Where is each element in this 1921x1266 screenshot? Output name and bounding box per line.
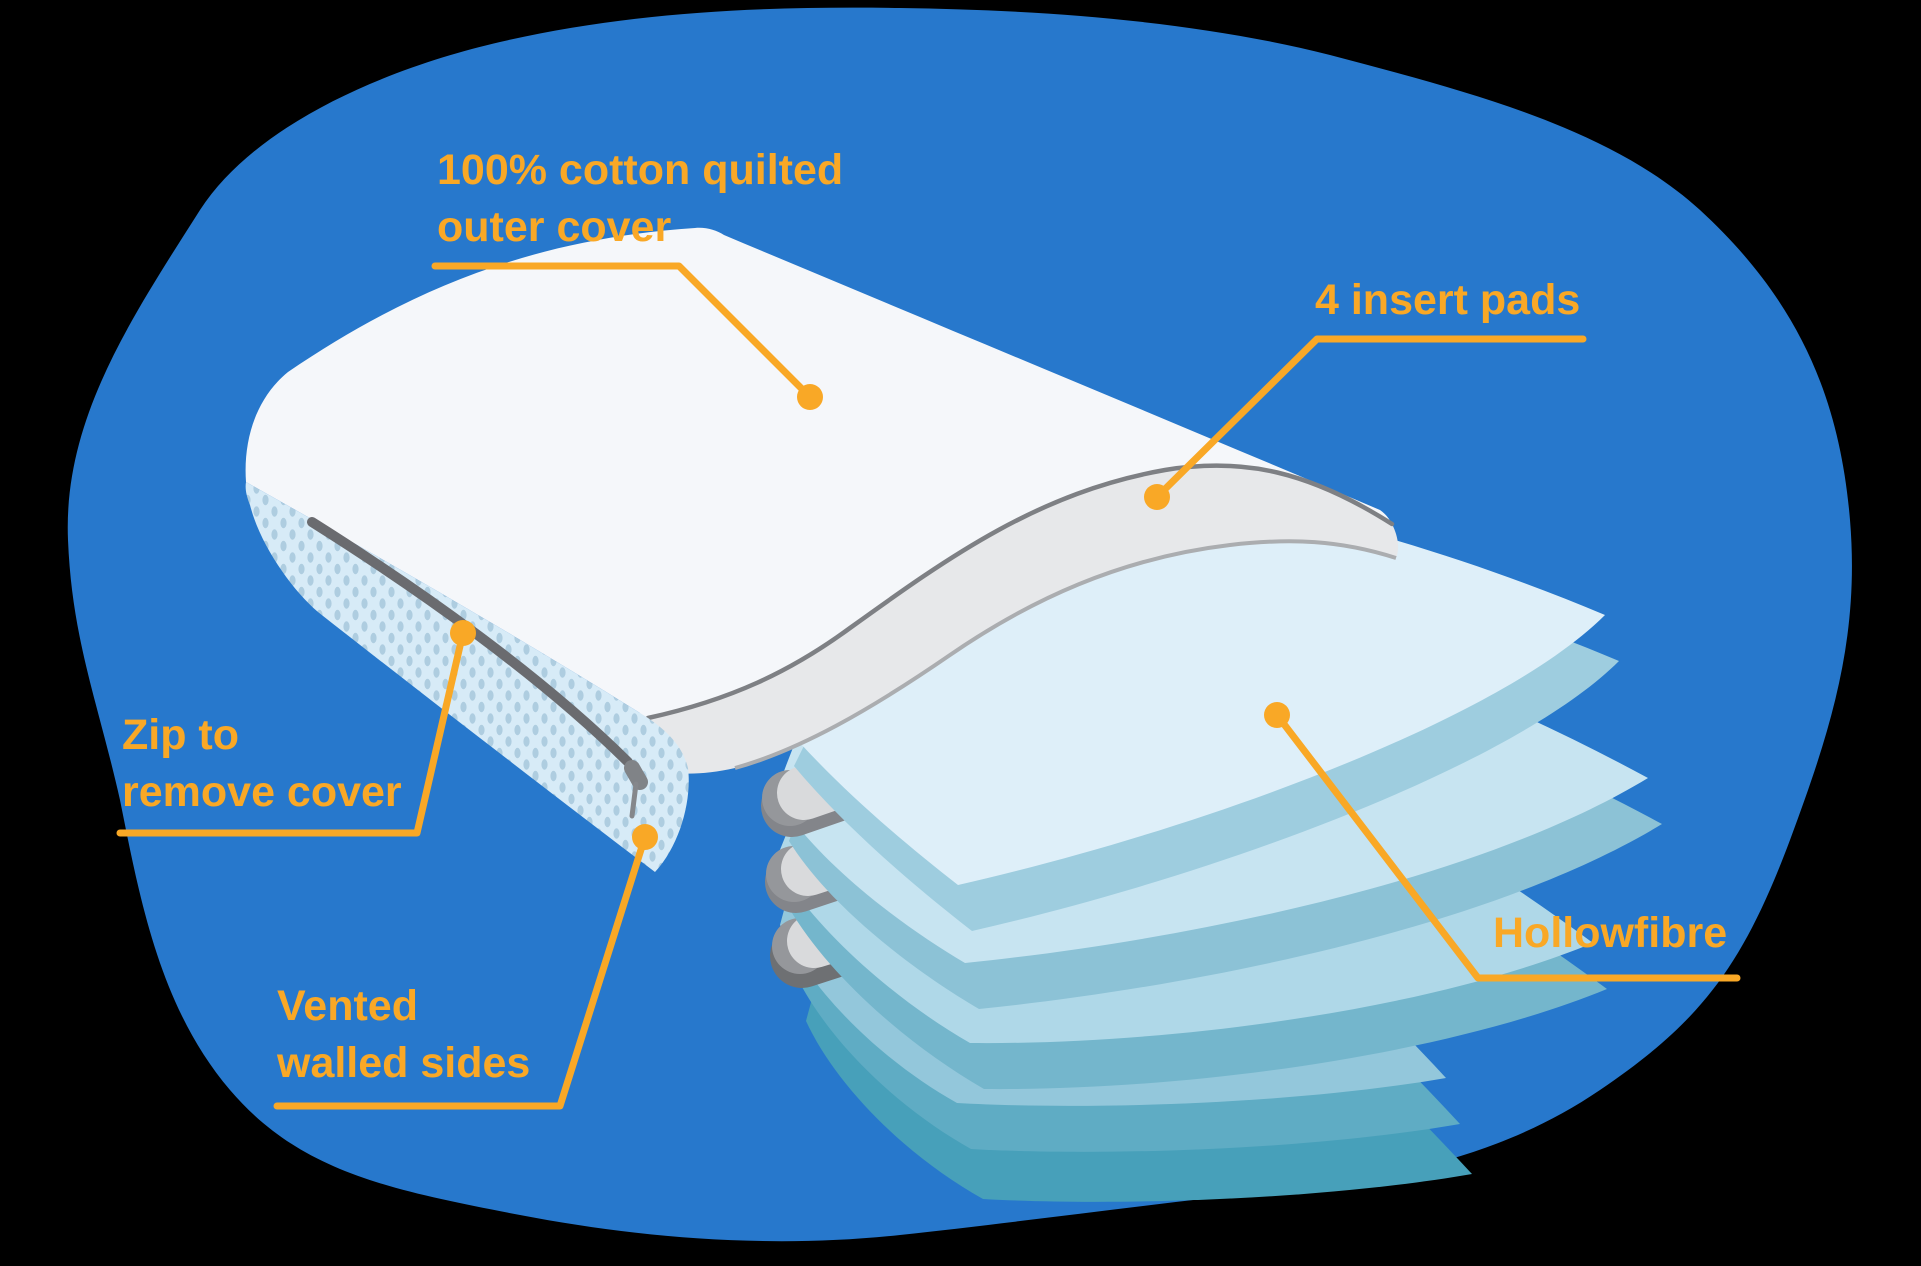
leader-line-hollowfibre [1273, 711, 1741, 982]
callout-hollowfibre: Hollowfibre [1493, 905, 1727, 962]
zip [307, 517, 648, 819]
callout-dot-icon [797, 384, 823, 410]
callout-cotton-cover-line1: 100% cotton quilted [437, 146, 844, 194]
vented-side-wall [245, 482, 689, 872]
leader-line-insert-pads [1153, 335, 1587, 501]
leader-line-vented [273, 833, 649, 1110]
callout-cotton-cover: 100% cotton quilted outer cover [437, 142, 843, 256]
pillow-cover [245, 227, 1392, 718]
zip-pull-icon [624, 760, 648, 790]
callout-zip-line1: Zip to [122, 711, 240, 759]
leader-line-cotton-cover [431, 262, 814, 401]
callout-insert-pads: 4 insert pads [1315, 272, 1580, 329]
callout-vented: Vented walled sides [277, 978, 530, 1092]
callout-dot-icon [632, 824, 658, 850]
callout-zip-line2: remove cover [122, 768, 402, 816]
callout-vented-line1: Vented [277, 982, 418, 1030]
callout-hollowfibre-line1: Hollowfibre [1493, 909, 1728, 957]
leader-line-zip [116, 629, 467, 837]
callout-insert-pads-line1: 4 insert pads [1315, 276, 1581, 324]
callout-vented-line2: walled sides [277, 1039, 531, 1087]
callout-cotton-cover-line2: outer cover [437, 203, 672, 251]
callout-dot-icon [1144, 484, 1170, 510]
callout-dot-icon [1264, 702, 1290, 728]
insert-sleeve-1 [640, 465, 1399, 774]
callout-zip: Zip to remove cover [122, 707, 402, 821]
cover-band-edge [645, 463, 1395, 721]
callout-dot-icon [450, 620, 476, 646]
